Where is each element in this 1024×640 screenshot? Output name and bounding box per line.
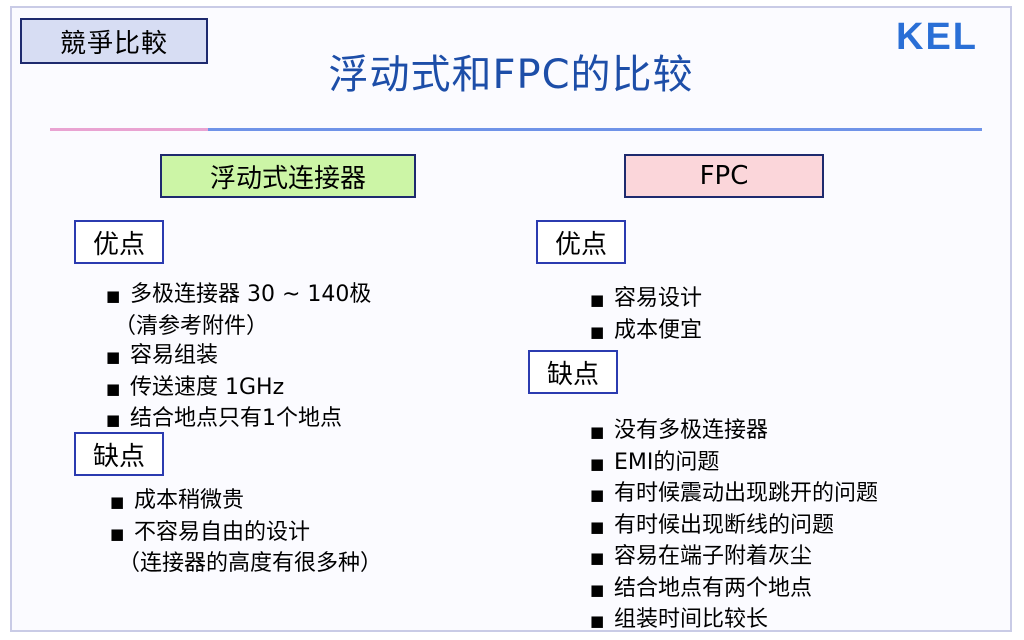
bullet-icon: ■ [590, 549, 605, 567]
bullet-icon: ■ [110, 524, 125, 543]
page-title: 浮动式和FPC的比较 [328, 52, 694, 98]
list-item-text: 结合地点只有1个地点 [130, 406, 342, 431]
list-item: ■ 多极连接器 30 ~ 140极 [106, 280, 371, 312]
list-item-text: 容易设计 [614, 286, 703, 311]
bullet-icon: ■ [590, 322, 605, 341]
list-item-text: 结合地点有两个地点 [614, 575, 813, 601]
bullet-icon: ■ [590, 454, 605, 473]
right-cons-label: 缺点 [528, 350, 618, 394]
list-item-text: 组装时间比较长 [614, 607, 769, 632]
list-item: ■ 容易设计 [590, 284, 702, 316]
bullet-icon: ■ [110, 493, 125, 511]
list-item: ■ 成本稍微贵 [110, 486, 382, 518]
bullet-icon: ■ [590, 423, 605, 441]
bullet-icon: ■ [106, 348, 121, 366]
list-item: ■ 容易在端子附着灰尘 [590, 542, 878, 574]
list-item: ■ 传送速度 1GHz [106, 373, 371, 405]
kel-logo: KEL [896, 16, 978, 56]
list-item: ■ EMI的问题 [590, 448, 878, 480]
bullet-icon: ■ [590, 580, 605, 599]
section-tag: 競爭比較 [20, 18, 208, 64]
list-item-text: 有时候出现断线的问题 [614, 512, 835, 538]
list-item: ■ 容易组装 [106, 341, 371, 373]
left-cons-label: 缺点 [74, 432, 164, 476]
bullet-icon: ■ [590, 291, 605, 309]
list-item-text: 传送速度 1GHz [130, 374, 285, 400]
slide: 競爭比較 KEL 浮动式和FPC的比较 浮动式连接器 FPC 优点 ■ 多极连接器… [10, 6, 1012, 632]
left-pros-label: 优点 [74, 220, 164, 264]
right-cons-list: ■没有多极连接器■EMI的问题■有时候震动出现跳开的问题■有时候出现断线的问题■… [590, 416, 878, 637]
left-cons-list: ■ 成本稍微贵 ■ 不容易自由的设计 （连接器的高度有很多种） [110, 486, 382, 579]
list-item-text: 有时候震动出现跳开的问题 [614, 481, 879, 506]
bullet-icon: ■ [590, 517, 605, 536]
bullet-icon: ■ [590, 486, 605, 504]
list-item: ■ 有时候出现断线的问题 [590, 511, 878, 543]
list-item: ■ 有时候震动出现跳开的问题 [590, 479, 878, 511]
list-item-text: 容易在端子附着灰尘 [614, 544, 813, 569]
list-item: （清参考附件） [106, 312, 371, 342]
divider-line [208, 128, 982, 131]
logo-text: KEL [896, 16, 978, 56]
list-item: ■ 结合地点只有1个地点 [106, 404, 371, 436]
list-item: ■ 组装时间比较长 [590, 605, 878, 637]
list-item: ■ 没有多极连接器 [590, 416, 878, 448]
list-item-text: （清参考附件） [114, 313, 269, 339]
right-pros-list: ■ 容易设计 ■ 成本便宜 [590, 284, 702, 347]
list-item: ■ 不容易自由的设计 [110, 518, 382, 550]
right-pros-label: 优点 [536, 220, 626, 264]
bullet-icon: ■ [106, 287, 121, 305]
list-item-text: 没有多极连接器 [614, 418, 769, 443]
list-item-text: （连接器的高度有很多种） [118, 551, 383, 576]
list-item: ■ 成本便宜 [590, 316, 702, 348]
list-item-text: 容易组装 [130, 343, 219, 368]
list-item-text: 成本便宜 [614, 317, 703, 343]
divider-accent [50, 128, 208, 131]
left-pros-list: ■ 多极连接器 30 ~ 140极 （清参考附件） ■ 容易组装 ■ 传送速度 1GHz ■ 结… [106, 280, 371, 436]
list-item-text: 成本稍微贵 [134, 488, 245, 513]
left-heading: 浮动式连接器 [160, 154, 416, 198]
list-item-text: 不容易自由的设计 [134, 519, 311, 545]
list-item-text: EMI的问题 [614, 449, 720, 475]
list-item: （连接器的高度有很多种） [110, 549, 382, 579]
bullet-icon: ■ [106, 411, 121, 429]
list-item: ■ 结合地点有两个地点 [590, 574, 878, 606]
bullet-icon: ■ [106, 379, 121, 398]
list-item-text: 多极连接器 30 ~ 140极 [130, 282, 372, 307]
bullet-icon: ■ [590, 612, 605, 630]
right-heading: FPC [624, 154, 824, 198]
